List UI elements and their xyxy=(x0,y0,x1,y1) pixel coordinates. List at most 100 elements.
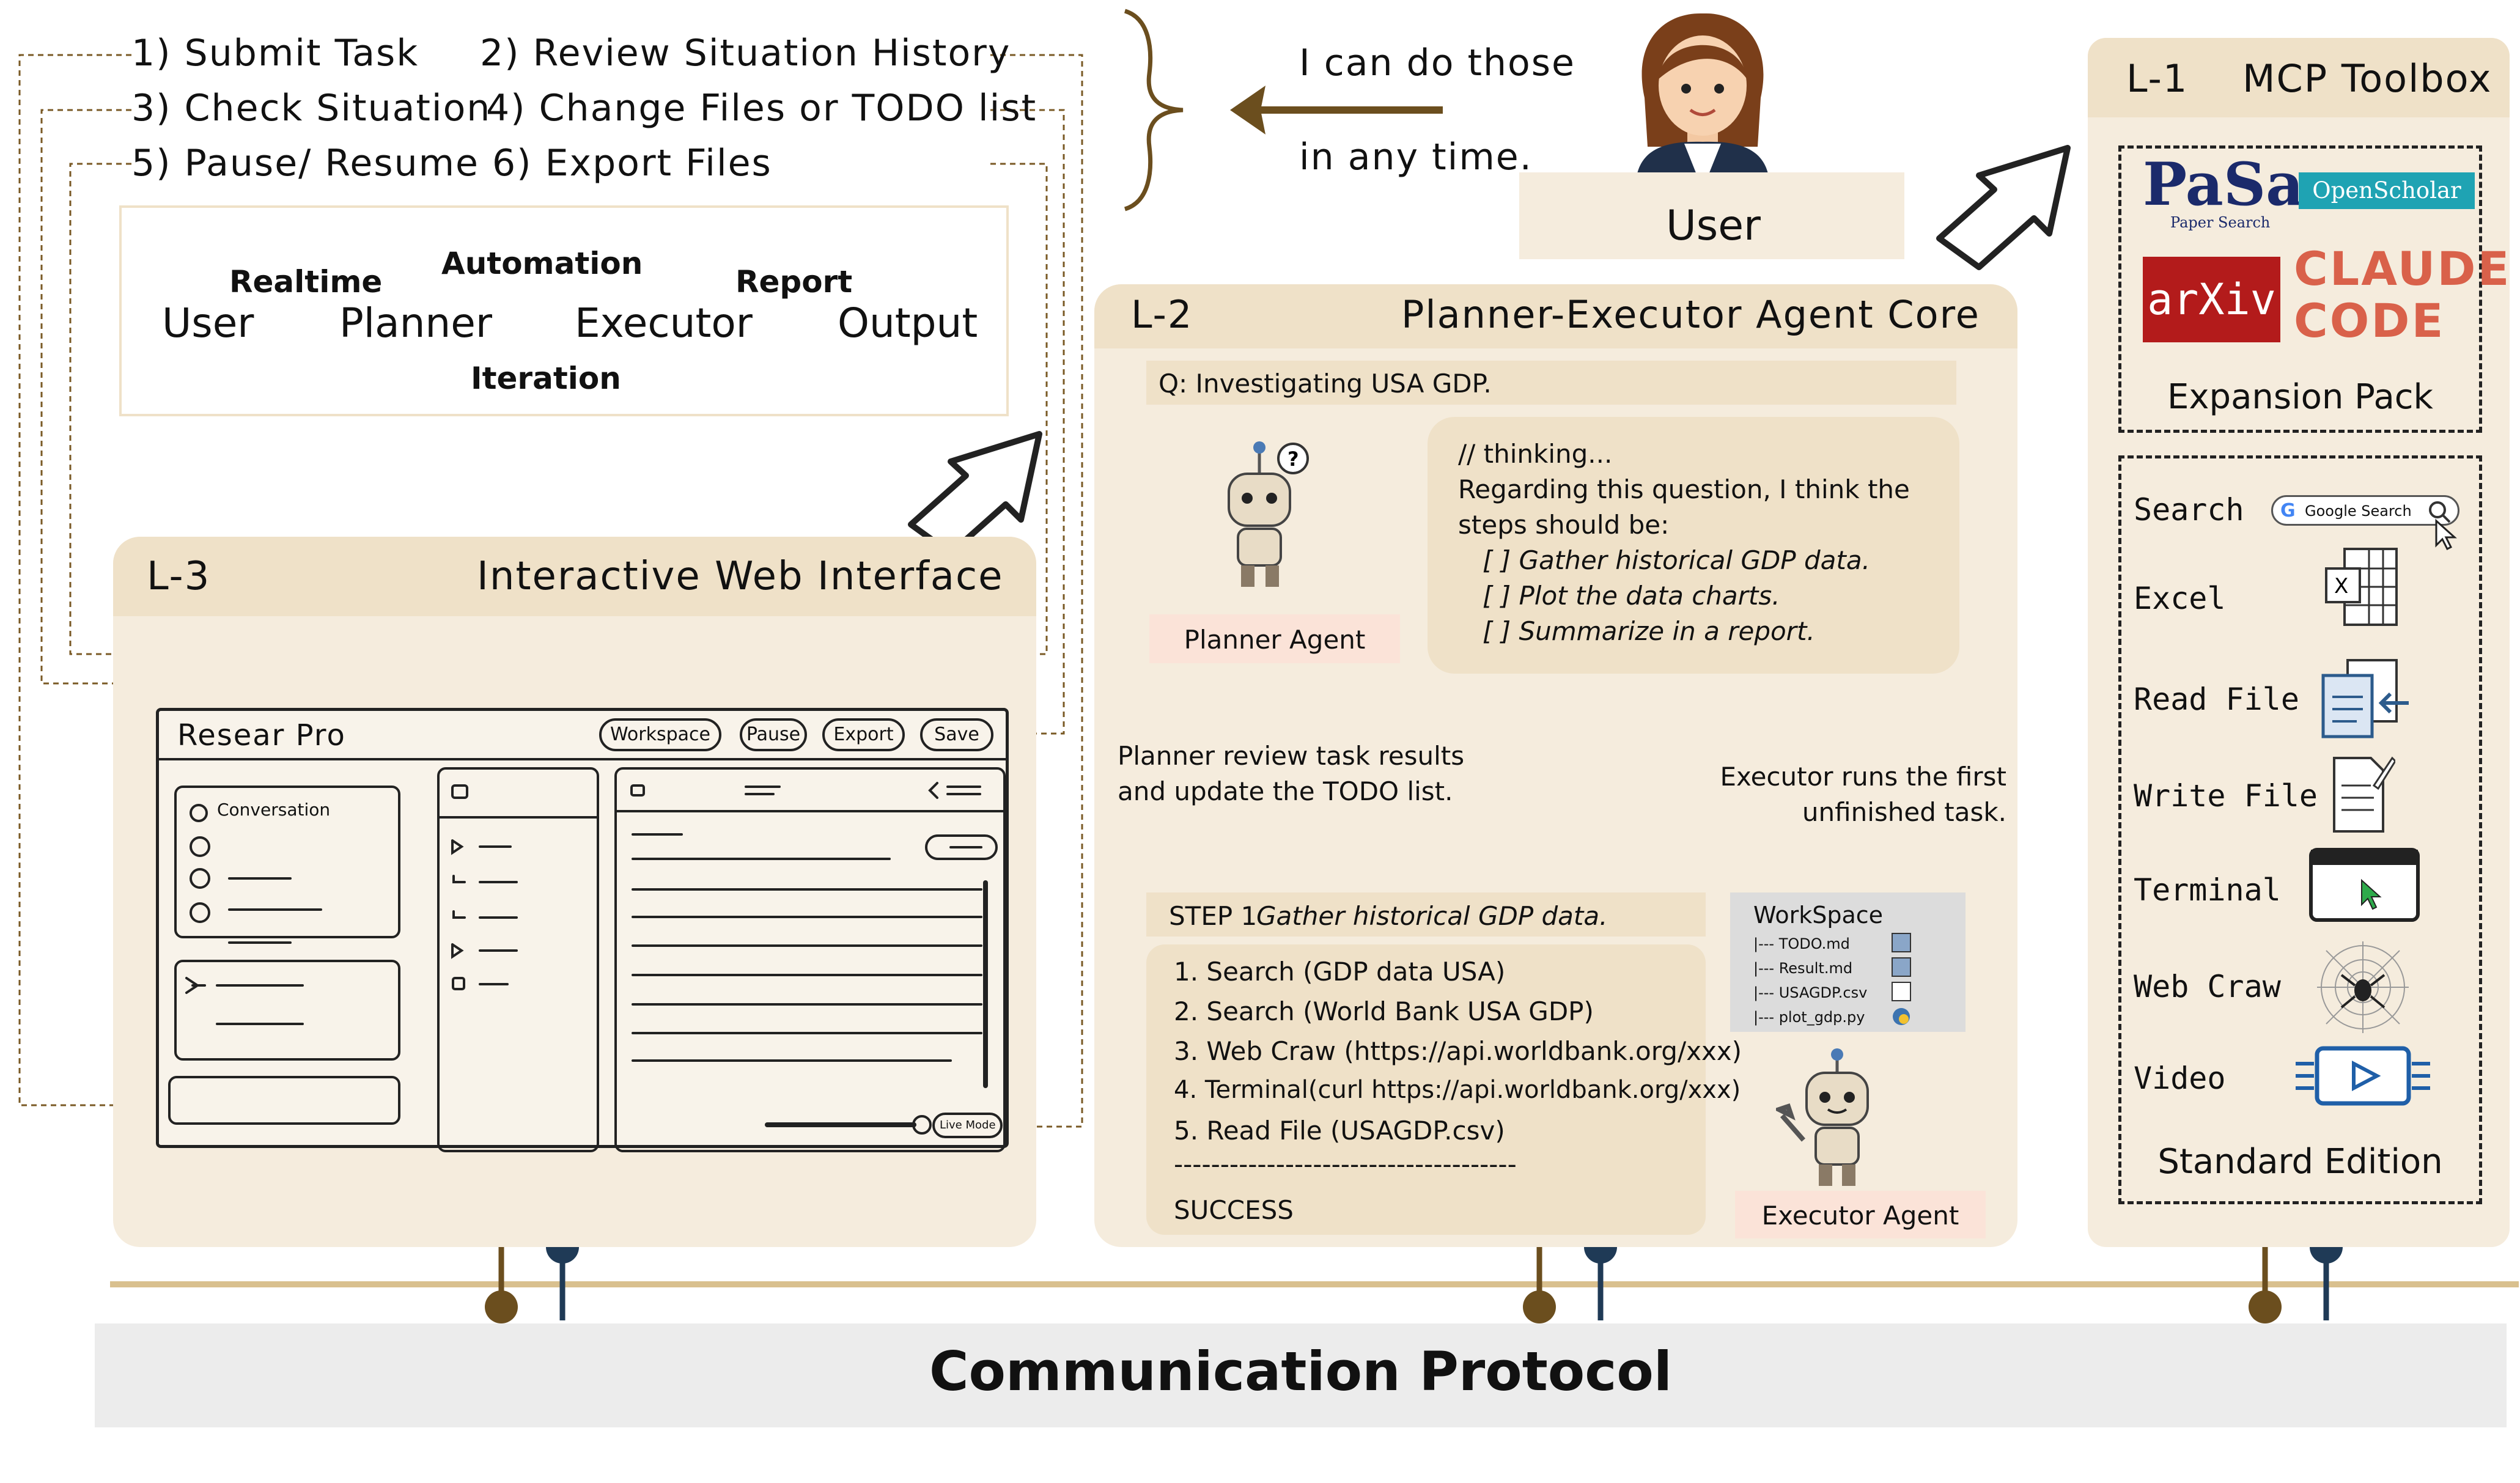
action-export-files: 6) Export Files xyxy=(492,142,772,185)
executor-agent-label: Executor Agent xyxy=(1761,1201,1959,1231)
executor-robot-icon xyxy=(1776,1048,1869,1186)
flow-report: Report xyxy=(735,264,853,300)
arxiv-logo: arXiv xyxy=(2143,257,2280,342)
claude-code-logo: CLAUDE xyxy=(2294,241,2511,296)
step-action: 4. Terminal(curl https://api.worldbank.o… xyxy=(1174,1076,1741,1104)
expansion-pack-box xyxy=(2118,145,2482,433)
step-action: 3. Web Craw (https://api.worldbank.org/x… xyxy=(1174,1036,1742,1066)
document-panel[interactable] xyxy=(614,767,1006,1152)
google-search-label: Google Search xyxy=(2305,502,2412,520)
pause-button-label: Pause xyxy=(746,724,801,745)
executor-agent-badge xyxy=(1735,1191,1986,1238)
panel-l1 xyxy=(2088,38,2510,1247)
conversation-item[interactable] xyxy=(190,902,210,923)
svg-text:X: X xyxy=(2334,574,2348,598)
flow-user: User xyxy=(162,300,254,347)
conversation-item[interactable] xyxy=(190,836,210,857)
thinking-line2: Regarding this question, I think the xyxy=(1458,474,1910,504)
tool-read-file: Read File xyxy=(2134,682,2299,717)
action-submit-task: 1) Submit Task xyxy=(131,32,419,75)
panel-l3-header xyxy=(113,537,1036,616)
web-ui-topbar-divider xyxy=(156,758,1009,760)
app-name: Resear Pro xyxy=(177,718,346,753)
conversation-list[interactable] xyxy=(174,786,400,938)
panel-l2-header xyxy=(1094,284,2017,348)
thinking-line1: // thinking... xyxy=(1458,439,1613,469)
callout-line1: I can do those xyxy=(1299,42,1575,84)
workspace-title: WorkSpace xyxy=(1753,902,1884,929)
question-text: Q: Investigating USA GDP. xyxy=(1159,369,1492,399)
step-divider: ------------------------------------- xyxy=(1174,1149,1517,1179)
live-mode-toggle[interactable] xyxy=(932,1113,1003,1138)
conversation-item[interactable] xyxy=(190,804,208,822)
workspace-file: |--- TODO.md xyxy=(1753,935,1850,952)
l3-tag: L-3 xyxy=(147,554,211,599)
planner-agent-label: Planner Agent xyxy=(1184,625,1366,655)
google-g-icon: G xyxy=(2280,500,2296,521)
save-button[interactable] xyxy=(920,718,993,751)
export-button[interactable] xyxy=(822,718,905,751)
web-ui-window xyxy=(156,708,1009,1148)
planner-note-line1: Planner review task results xyxy=(1118,741,1465,771)
executor-note-line2: unfinished task. xyxy=(1802,797,2006,827)
workspace-file: |--- plot_gdp.py xyxy=(1753,1009,1865,1026)
conversation-item[interactable] xyxy=(190,868,210,889)
live-mode-label: Live Mode xyxy=(940,1119,996,1132)
tool-terminal: Terminal xyxy=(2134,872,2281,908)
flow-diagram-box xyxy=(119,205,1009,416)
step-action: 5. Read File (USAGDP.csv) xyxy=(1174,1116,1505,1146)
question-bar xyxy=(1146,361,1956,405)
tool-excel: Excel xyxy=(2134,581,2226,616)
web-crawler-spider-icon xyxy=(2317,941,2409,1033)
document-header xyxy=(614,810,1006,812)
flow-planner: Planner xyxy=(339,300,492,347)
workspace-file-icons xyxy=(1892,933,1911,1025)
tool-web-craw: Web Craw xyxy=(2134,969,2281,1004)
standard-edition-box xyxy=(2118,455,2482,1204)
todo-item: [ ] Gather historical GDP data. xyxy=(1483,545,1870,575)
write-file-icon xyxy=(2333,756,2395,833)
user-label: User xyxy=(1666,202,1761,250)
pause-button[interactable] xyxy=(740,718,807,751)
chat-panel xyxy=(174,960,400,1061)
claude-code-logo-line2: CODE xyxy=(2294,293,2445,348)
step-action: 1. Search (GDP data USA) xyxy=(1174,957,1506,987)
l3-title: Interactive Web Interface xyxy=(477,554,1004,599)
thinking-bubble xyxy=(1428,417,1959,674)
workspace-button[interactable] xyxy=(599,718,721,751)
communication-protocol-bar xyxy=(95,1323,2507,1427)
planner-agent-badge xyxy=(1149,614,1400,663)
step-action: 2. Search (World Bank USA GDP) xyxy=(1174,996,1594,1026)
standard-edition-label: Standard Edition xyxy=(2157,1142,2443,1182)
save-button-label: Save xyxy=(934,724,979,745)
communication-protocol-label: Communication Protocol xyxy=(929,1340,1673,1403)
todo-item: [ ] Summarize in a report. xyxy=(1483,616,1815,646)
action-pause-resume: 5) Pause/ Resume xyxy=(131,142,479,185)
action-check-situation: 3) Check Situation xyxy=(131,87,492,130)
google-search-box xyxy=(2271,495,2459,526)
excel-icon: X xyxy=(2325,548,2398,626)
openscholar-logo: OpenScholar xyxy=(2299,172,2475,209)
tool-video: Video xyxy=(2134,1061,2226,1096)
flow-automation: Automation xyxy=(441,246,643,281)
file-tree-panel[interactable] xyxy=(437,767,599,1152)
tool-search: Search xyxy=(2134,492,2244,528)
tool-write-file: Write File xyxy=(2134,778,2318,814)
flow-output: Output xyxy=(838,300,978,347)
terminal-icon xyxy=(2309,848,2420,922)
export-button-label: Export xyxy=(833,724,894,745)
callout-line2: in any time. xyxy=(1299,136,1533,178)
l2-tag: L-2 xyxy=(1131,292,1193,337)
action-change-files: 4) Change Files or TODO list xyxy=(486,87,1037,130)
flow-executor: Executor xyxy=(575,300,753,347)
planner-robot-icon: ? xyxy=(1228,441,1309,587)
l1-title: MCP Toolbox xyxy=(2242,56,2492,101)
step-header-bar xyxy=(1146,892,1706,937)
flow-realtime: Realtime xyxy=(229,264,383,300)
workspace-button-label: Workspace xyxy=(610,724,710,745)
document-scrollbar[interactable] xyxy=(983,880,988,1088)
action-review-history: 2) Review Situation History xyxy=(480,32,1011,75)
magnifier-icon xyxy=(2429,501,2457,551)
chat-input[interactable] xyxy=(168,1076,400,1125)
